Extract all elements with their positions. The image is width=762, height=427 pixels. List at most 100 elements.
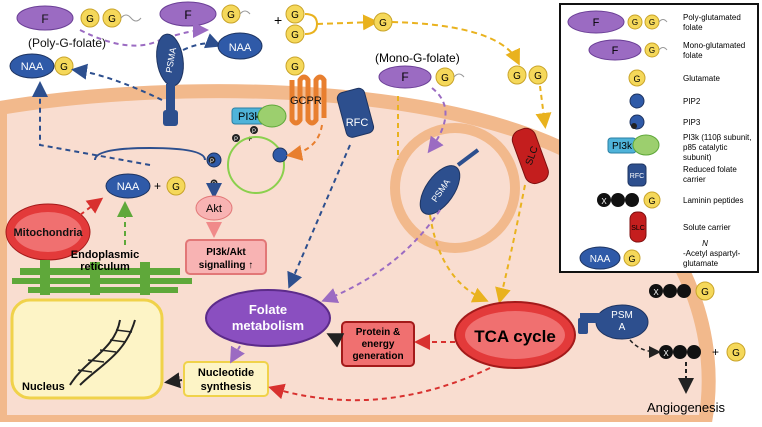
glutamate-g: G [628,254,635,264]
psma-vesicle [419,165,461,215]
legend-pi3k-3: subunit) [683,153,712,162]
plus-sign: + [247,134,252,144]
psma-label-a2: A [619,322,626,333]
legend-laminin: Laminin peptides [683,196,743,205]
glutamate-g: G [172,182,180,193]
pi3k-label: PI3k [612,141,633,152]
glutamate-g: G [60,62,68,73]
folate-f: F [184,8,191,22]
x-label: X [653,288,659,297]
plus-sign: + [274,12,282,28]
glutamate-g: G [379,18,387,29]
glutamate-g: G [291,30,299,41]
legend-naa-3: glutamate [683,259,719,268]
laminin-peptide-bottom: X + G [659,342,746,362]
endoplasmic-reticulum [12,260,192,295]
legend-pip2: PIP2 [683,97,701,106]
glutamate-g: G [632,18,638,27]
protein-label-2: energy [362,339,395,350]
plus-sign: + [154,179,161,193]
slc-label: SLC [631,225,645,232]
glutamate-g: G [732,348,740,359]
psma-right [578,304,649,340]
poly-g-folate-label: (Poly-G-folate) [28,36,106,50]
glutamate-g: G [633,74,640,84]
folate-f: F [41,12,48,26]
legend-pip3: PIP3 [683,118,701,127]
glutamate-g: G [649,46,655,55]
protein-label-3: generation [352,351,403,362]
nucleus-label: Nucleus [22,381,65,393]
legend: F G G Poly-glutamated folate F G Mono-gl… [559,3,759,273]
akt-label: Akt [206,203,222,215]
protein-label-1: Protein & [356,327,400,338]
glutamate-g: G [227,10,235,21]
legend-rfc-2: carrier [683,175,706,184]
folate-met-label-2: metabolism [232,318,304,333]
legend-poly-1: Poly-glutamated [683,13,741,22]
x-label: X [601,197,607,206]
mono-g-folate-label: (Mono-G-folate) [375,51,460,65]
rfc-transporter [336,87,375,138]
folate-met-label-1: Folate [249,302,287,317]
p-label: P [234,137,238,143]
folate-g-top: F G [159,1,251,27]
er-label-1: Endoplasmic [71,249,139,261]
plus-sign: + [712,345,719,359]
nucleotide-synthesis-box [183,361,269,397]
p-label: P [252,129,256,135]
p-label: P [210,159,214,165]
glutamate-g: G [701,287,709,298]
p-label: P [212,182,216,188]
folate-f: F [612,45,619,57]
legend-glutamate: Glutamate [683,74,720,83]
pi3k-akt-label-2: signalling ↑ [199,260,253,271]
legend-pi3k-2: p85 catalytic [683,143,727,152]
glutamate-g: G [534,71,542,82]
naa-label: NAA [117,181,140,193]
glutamate-g: G [513,71,521,82]
naa-label: NAA [21,61,44,73]
mitochondria-label: Mitochondria [13,227,83,239]
legend-poly-2: folate [683,23,703,32]
glutamate-g: G [291,62,299,73]
psma-label: PSMA [164,47,178,74]
nucleotide-label-1: Nucleotide [198,367,254,379]
legend-pi3k-1: PI3k (110β subunit, [683,133,752,142]
psma-top: PSMA [156,33,184,126]
rfc-label: RFC [346,117,369,129]
folate-metabolism [205,289,331,347]
glutamate-g: G [291,10,299,21]
glutamate-g: G [86,14,94,25]
nucleotide-label-2: synthesis [201,381,252,393]
x-label: X [663,349,669,358]
angiogenesis-label: Angiogenesis [647,400,726,415]
gcpr-label: GCPR [290,95,322,107]
glutamate-g: G [441,73,449,84]
glutamate-g: G [108,14,116,25]
folate-f: F [593,17,600,29]
gcpr-receptor [289,74,327,126]
slc-transporter [511,127,549,185]
psma-label-a1: PSM [611,310,633,321]
legend-mono-2: folate [683,51,703,60]
nucleus [10,298,164,400]
rfc-label: RFC [630,173,644,180]
legend-solute: Solute carrier [683,223,731,232]
glutamate-g: G [648,196,655,206]
naa-label: NAA [229,42,252,54]
pi3k-akt-label-1: PI3k/Akt [206,247,246,258]
tca-label: TCA cycle [474,327,556,346]
er-label-2: reticulum [80,261,130,273]
glutamate-g: G [649,18,655,27]
folate-f: F [401,70,408,84]
naa-label: NAA [590,254,611,265]
legend-naa-2: -Acetyl aspartyl- [683,249,741,258]
legend-naa-1: N [702,239,708,248]
poly-g-folate-top: F G G [16,5,142,31]
legend-rfc-1: Reduced folate [683,165,737,174]
pi3k-akt-box [185,239,267,275]
pi3k-label: PI3k [238,111,261,123]
